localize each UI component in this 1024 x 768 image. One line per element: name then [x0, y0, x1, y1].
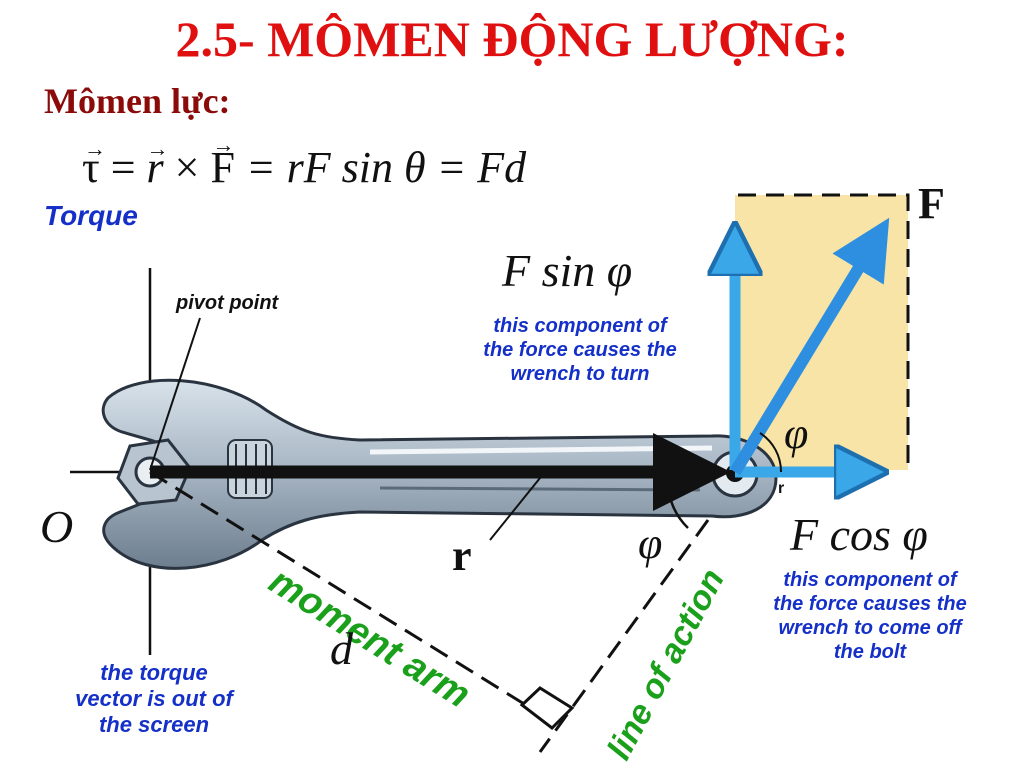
f-vector-symbol: F →: [210, 132, 235, 193]
phi-lower-label: φ: [638, 519, 663, 568]
fcos-note-line: this component of: [783, 569, 957, 591]
fcos-note-line: the force causes the: [773, 593, 967, 615]
slide-title: 2.5- MÔMEN ĐỘNG LƯỢNG:: [175, 11, 849, 67]
torque-note-line: vector is out of: [75, 686, 233, 711]
fsin-note-line: wrench to turn: [510, 363, 650, 385]
r-text: r: [146, 143, 164, 192]
fsin-note-line: the force causes the: [483, 339, 677, 361]
vector-arrow-icon: →: [84, 136, 106, 161]
fsin-note: this component of the force causes the w…: [440, 314, 720, 386]
d-label: d: [330, 623, 353, 674]
r-vector-symbol: r →: [146, 136, 169, 193]
phi-lower-arc: [666, 475, 689, 529]
force-arrow: [729, 217, 890, 476]
fcos-note: this component of the force causes the w…: [740, 568, 1000, 664]
box-dashed-edge: [738, 193, 910, 470]
vector-arrow-icon: →: [212, 132, 235, 157]
phi-upper-label: φ: [784, 409, 809, 458]
cross-sign: ×: [174, 143, 211, 192]
slide-subtitle: Mômen lực:: [44, 81, 231, 121]
torque-vector-note: the torque vector is out of the screen: [44, 660, 264, 738]
formula-rest: = rF sin θ = Fd: [245, 143, 527, 192]
fcos-label: F cos φ: [790, 509, 928, 560]
fsin-label: F sin φ: [502, 245, 633, 296]
r-label-pointer: [489, 477, 541, 541]
f-text: F: [210, 143, 235, 192]
wrench-handle-groove: [379, 486, 701, 492]
origin-label: O: [40, 501, 74, 552]
torque-note-line: the screen: [98, 712, 210, 737]
tau-symbol: τ →: [82, 136, 106, 193]
r-vector-label: r: [452, 531, 472, 580]
fcos-note-line: the bolt: [833, 641, 907, 663]
fsin-note-line: this component of: [493, 315, 667, 337]
torque-formula: τ → = r → × F → = rF sin θ = Fd: [82, 132, 527, 193]
tau-text: τ: [82, 143, 100, 192]
phi-angle-arc: [759, 432, 783, 473]
line-of-action: [538, 519, 710, 753]
fcos-note-line: wrench to come off: [778, 617, 962, 639]
right-angle-marker: [519, 686, 575, 730]
torque-note-line: the torque: [100, 660, 208, 685]
r-unit-label: r: [778, 480, 785, 497]
force-label: F: [918, 179, 945, 228]
equals-sign: =: [110, 143, 147, 192]
pivot-pointer-line: [149, 317, 201, 471]
pivot-point-label: pivot point: [176, 292, 279, 314]
moment-arm-line: [149, 470, 551, 722]
torque-label: Torque: [44, 200, 138, 231]
vector-arrow-icon: →: [146, 136, 169, 161]
